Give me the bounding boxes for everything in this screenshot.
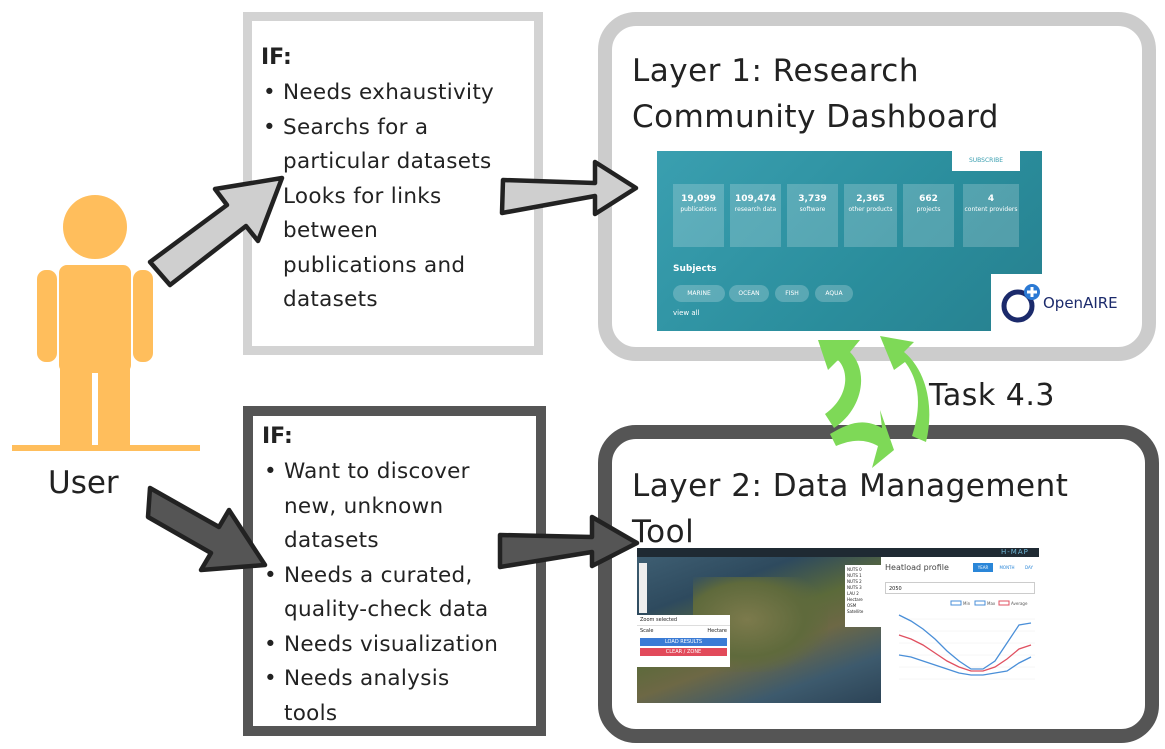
- if-top-item: between: [283, 218, 379, 243]
- if-bottom-item: new, unknown: [284, 493, 444, 519]
- if-top-item: particular datasets: [283, 149, 492, 174]
- legend-label: Max: [987, 601, 996, 606]
- base-option[interactable]: OSM: [847, 603, 857, 608]
- tab-year[interactable]: YEAR: [973, 563, 993, 572]
- chip-aqua[interactable]: AQUA: [815, 285, 853, 302]
- layer2-title-line1: Layer 2: Data Management: [632, 468, 1069, 504]
- zoom-selected-label: Zoom selected: [637, 615, 730, 626]
- user-figure: [12, 195, 200, 451]
- layer2-title-line2: Tool: [632, 514, 695, 550]
- if-bottom-item: datasets: [284, 528, 379, 553]
- map-zoom-controls[interactable]: [639, 563, 647, 613]
- series-max-line: [898, 614, 1032, 670]
- year-select[interactable]: 2050: [885, 582, 1035, 594]
- load-results-button[interactable]: LOAD RESULTS: [640, 638, 727, 646]
- if-bottom-item: tools: [284, 700, 338, 726]
- layer-option[interactable]: NUTS 1: [847, 573, 862, 578]
- legend-swatch: [950, 600, 962, 606]
- if-list-top: Needs exhaustivitySearchs for a particula…: [261, 76, 494, 318]
- if-title-bottom: IF:: [262, 424, 293, 449]
- view-all-link[interactable]: view all: [673, 309, 700, 317]
- if-bottom-item: Want to discover: [262, 455, 498, 490]
- layer-option[interactable]: NUTS 2: [847, 579, 862, 584]
- clear-zone-button[interactable]: CLEAR / ZONE: [640, 648, 727, 656]
- legend-swatch: [998, 600, 1010, 606]
- chip-fish[interactable]: FISH: [775, 285, 809, 302]
- task-label: Task 4.3: [929, 378, 1055, 413]
- subjects-label: Subjects: [673, 264, 717, 274]
- if-top-item: datasets: [283, 287, 378, 312]
- chip-marine[interactable]: MARINE: [673, 285, 725, 302]
- layer-option[interactable]: NUTS 0: [847, 567, 862, 572]
- legend-label: Average: [1011, 601, 1028, 606]
- chart-title: Heatload profile: [885, 563, 949, 572]
- layer1-title-line2: Community Dashboard: [632, 99, 999, 135]
- chart-panel: Heatload profile YEAR MONTH DAY 2050 Min…: [883, 557, 1039, 703]
- layer-option[interactable]: LAU 2: [847, 591, 859, 596]
- openaire-logo: OpenAIRE: [991, 274, 1132, 333]
- tab-day[interactable]: DAY: [1025, 565, 1033, 570]
- if-bottom-item: quality-check data: [284, 597, 489, 622]
- layer1-title-line1: Layer 1: Research: [632, 53, 920, 89]
- openaire-logo-icon: [1001, 284, 1040, 323]
- if-top-item: Searchs for a: [261, 111, 494, 146]
- layer-option[interactable]: Hectare: [847, 597, 863, 602]
- tab-month[interactable]: MONTH: [999, 565, 1015, 570]
- base-option[interactable]: Satellite: [847, 609, 864, 614]
- if-bottom-item: Needs visualization: [262, 628, 498, 663]
- if-top-item: Needs exhaustivity: [261, 76, 494, 111]
- scale-value: Hectare: [707, 628, 727, 634]
- legend-swatch: [974, 600, 986, 606]
- if-list-bottom: Want to discover new, unknown datasetsNee…: [262, 455, 498, 731]
- if-top-item: Looks for links: [261, 180, 494, 215]
- chip-ocean[interactable]: OCEAN: [729, 285, 769, 302]
- layer-option[interactable]: NUTS 3: [847, 585, 862, 590]
- if-bottom-item: Needs a curated,: [262, 559, 498, 594]
- tool-topbar: [637, 548, 1039, 557]
- if-box-bottom: IF: Want to discover new, unknown dataset…: [243, 406, 546, 736]
- scale-label: Scale: [640, 628, 654, 634]
- if-title-top: IF:: [261, 45, 292, 70]
- subscribe-button[interactable]: SUBSCRIBE: [952, 151, 1020, 171]
- tool-brand: H-MAP: [1001, 548, 1029, 556]
- user-label: User: [48, 465, 119, 501]
- heatload-chart: Min Max Average: [898, 600, 1035, 680]
- if-top-item: publications and: [283, 252, 466, 278]
- legend-label: Min: [963, 601, 971, 606]
- openaire-logo-text: OpenAIRE: [1043, 294, 1118, 312]
- series-average-line: [898, 634, 1032, 672]
- if-bottom-item: Needs analysis: [262, 662, 498, 697]
- series-min-line: [898, 654, 1032, 676]
- if-box-top: IF: Needs exhaustivitySearchs for a parti…: [243, 12, 543, 355]
